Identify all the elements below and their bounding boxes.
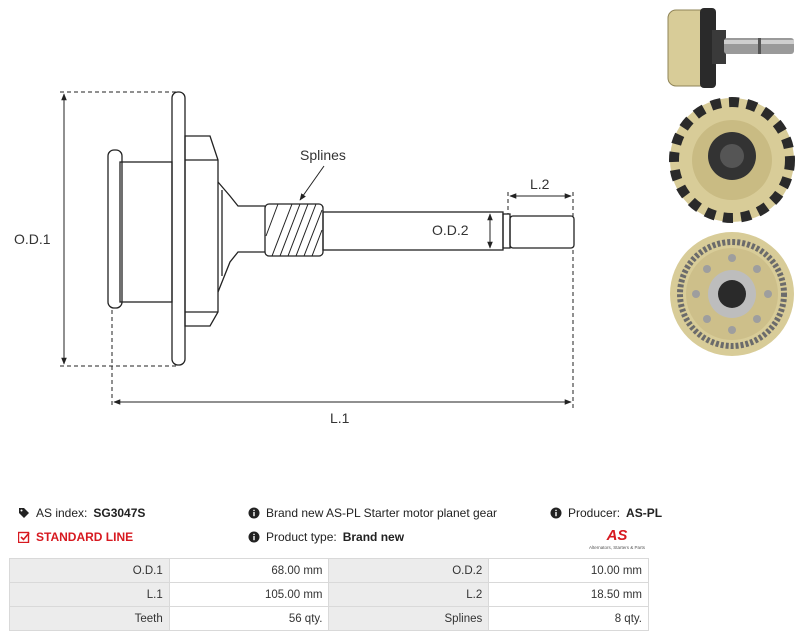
as-pl-logo: AS Alternators, Starters & Parts [589, 527, 646, 550]
product-photo-side [662, 0, 800, 92]
l2-label: L.2 [530, 176, 550, 192]
table-row: O.D.1 68.00 mm O.D.2 10.00 mm [9, 558, 649, 583]
specs-table: O.D.1 68.00 mm O.D.2 10.00 mm L.1 105.00… [9, 558, 649, 631]
producer-row: Producer: AS-PL [550, 506, 662, 520]
spec-value: 68.00 mm [168, 558, 330, 583]
product-photo-back [662, 96, 800, 224]
splines-label: Splines [300, 147, 346, 163]
part-outline [107, 91, 575, 366]
checkbox-icon [18, 531, 30, 543]
table-row: Teeth 56 qty. Splines 8 qty. [9, 606, 649, 631]
producer-label: Producer: [568, 506, 621, 520]
product-type-label: Product type: [266, 530, 337, 544]
info-icon [550, 507, 562, 519]
spec-value: 56 qty. [168, 606, 330, 631]
spec-value: 18.50 mm [488, 582, 649, 607]
product-type-value: Brand new [342, 530, 405, 544]
l1-label: L.1 [330, 410, 350, 426]
product-photo-front [662, 232, 800, 356]
spec-label: L.1 [9, 582, 170, 607]
spec-label: L.2 [328, 582, 490, 607]
as-index-label: AS index: [36, 506, 88, 520]
as-index-value: SG3047S [93, 506, 146, 520]
description-text: Brand new AS-PL Starter motor planet gea… [266, 506, 498, 520]
table-row: L.1 105.00 mm L.2 18.50 mm [9, 582, 649, 607]
tag-icon [19, 508, 29, 518]
logo-tagline: Alternators, Starters & Parts [589, 545, 646, 550]
spec-label: O.D.1 [9, 558, 170, 583]
spec-value: 10.00 mm [488, 558, 649, 583]
spec-label: Teeth [9, 606, 170, 631]
producer-value: AS-PL [626, 506, 663, 520]
dimension-lines [60, 91, 574, 408]
spec-label: Splines [328, 606, 490, 631]
od1-label: O.D.1 [14, 231, 51, 247]
standard-line-row: STANDARD LINE [18, 530, 133, 544]
logo-brand: AS [606, 527, 628, 544]
spec-value: 8 qty. [488, 606, 649, 631]
as-index-row: AS index: SG3047S [18, 506, 145, 520]
od2-label: O.D.2 [432, 222, 469, 238]
info-icon [248, 531, 260, 543]
technical-drawing: O.D.1 O.D.2 L.1 L.2 Splines [14, 91, 575, 426]
standard-line-label: STANDARD LINE [36, 530, 134, 544]
description-row: Brand new AS-PL Starter motor planet gea… [248, 506, 497, 520]
spec-label: O.D.2 [328, 558, 490, 583]
info-icon [248, 507, 260, 519]
product-type-row: Product type: Brand new [248, 530, 404, 544]
spec-value: 105.00 mm [168, 582, 330, 607]
